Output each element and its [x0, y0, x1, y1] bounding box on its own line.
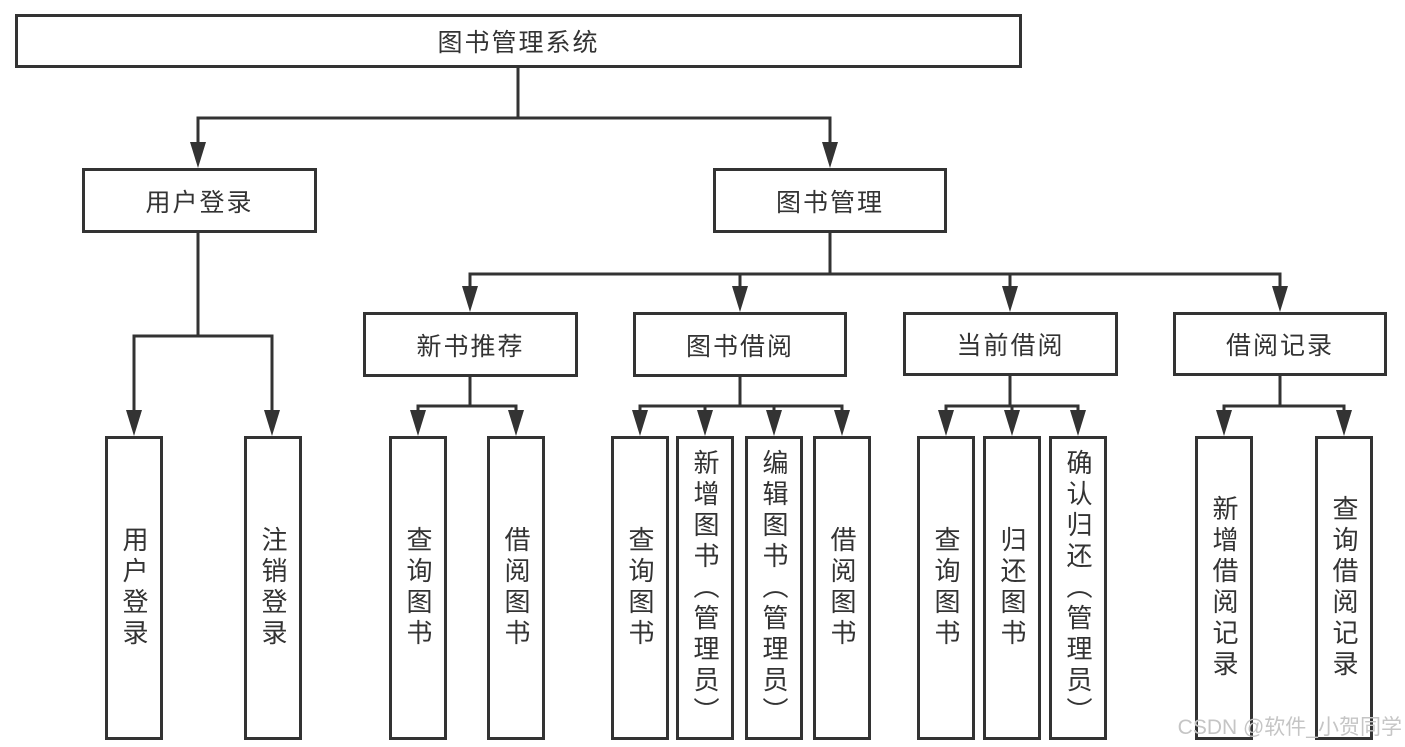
leaf-return-books: 归还图书 — [983, 436, 1041, 740]
leaf-borrow-books-2: 借阅图书 — [813, 436, 871, 740]
node-root-system: 图书管理系统 — [15, 14, 1022, 68]
node-current-borrow: 当前借阅 — [903, 312, 1118, 376]
node-borrow-records: 借阅记录 — [1173, 312, 1387, 376]
leaf-confirm-return-admin: 确认归还（管理员） — [1049, 436, 1107, 740]
node-user-login: 用户登录 — [82, 168, 317, 233]
leaf-add-books-admin: 新增图书（管理员） — [676, 436, 734, 740]
leaf-edit-books-admin: 编辑图书（管理员） — [745, 436, 803, 740]
node-book-borrow: 图书借阅 — [633, 312, 847, 377]
leaf-query-books-3: 查询图书 — [917, 436, 975, 740]
leaf-query-books-2: 查询图书 — [611, 436, 669, 740]
leaf-query-books-1: 查询图书 — [389, 436, 447, 740]
leaf-borrow-books-1: 借阅图书 — [487, 436, 545, 740]
leaf-query-borrow-record: 查询借阅记录 — [1315, 436, 1373, 740]
node-new-book-recommend: 新书推荐 — [363, 312, 578, 377]
leaf-user-login: 用户登录 — [105, 436, 163, 740]
node-book-management: 图书管理 — [713, 168, 947, 233]
leaf-logout: 注销登录 — [244, 436, 302, 740]
leaf-add-borrow-record: 新增借阅记录 — [1195, 436, 1253, 740]
